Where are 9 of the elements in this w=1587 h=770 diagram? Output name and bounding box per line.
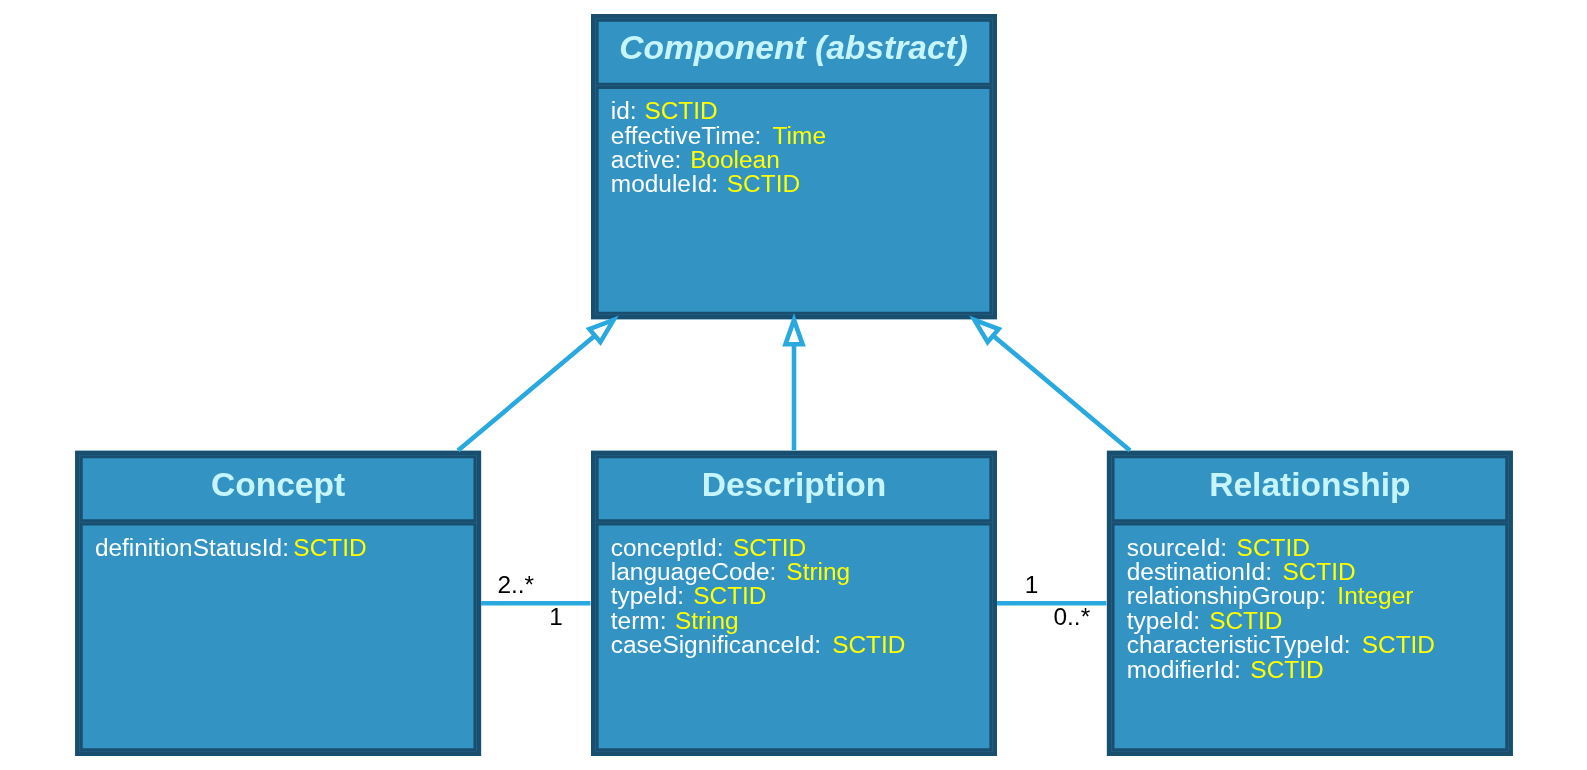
connector: [480, 600, 590, 606]
arrow: [781, 312, 806, 451]
connector: [996, 600, 1106, 606]
label: 0..*: [1053, 603, 1090, 631]
label: 1: [1024, 570, 1038, 598]
arrow: [968, 315, 1131, 453]
label: 1: [548, 603, 563, 631]
label: 2..*: [496, 570, 534, 598]
arrow: [456, 315, 619, 453]
